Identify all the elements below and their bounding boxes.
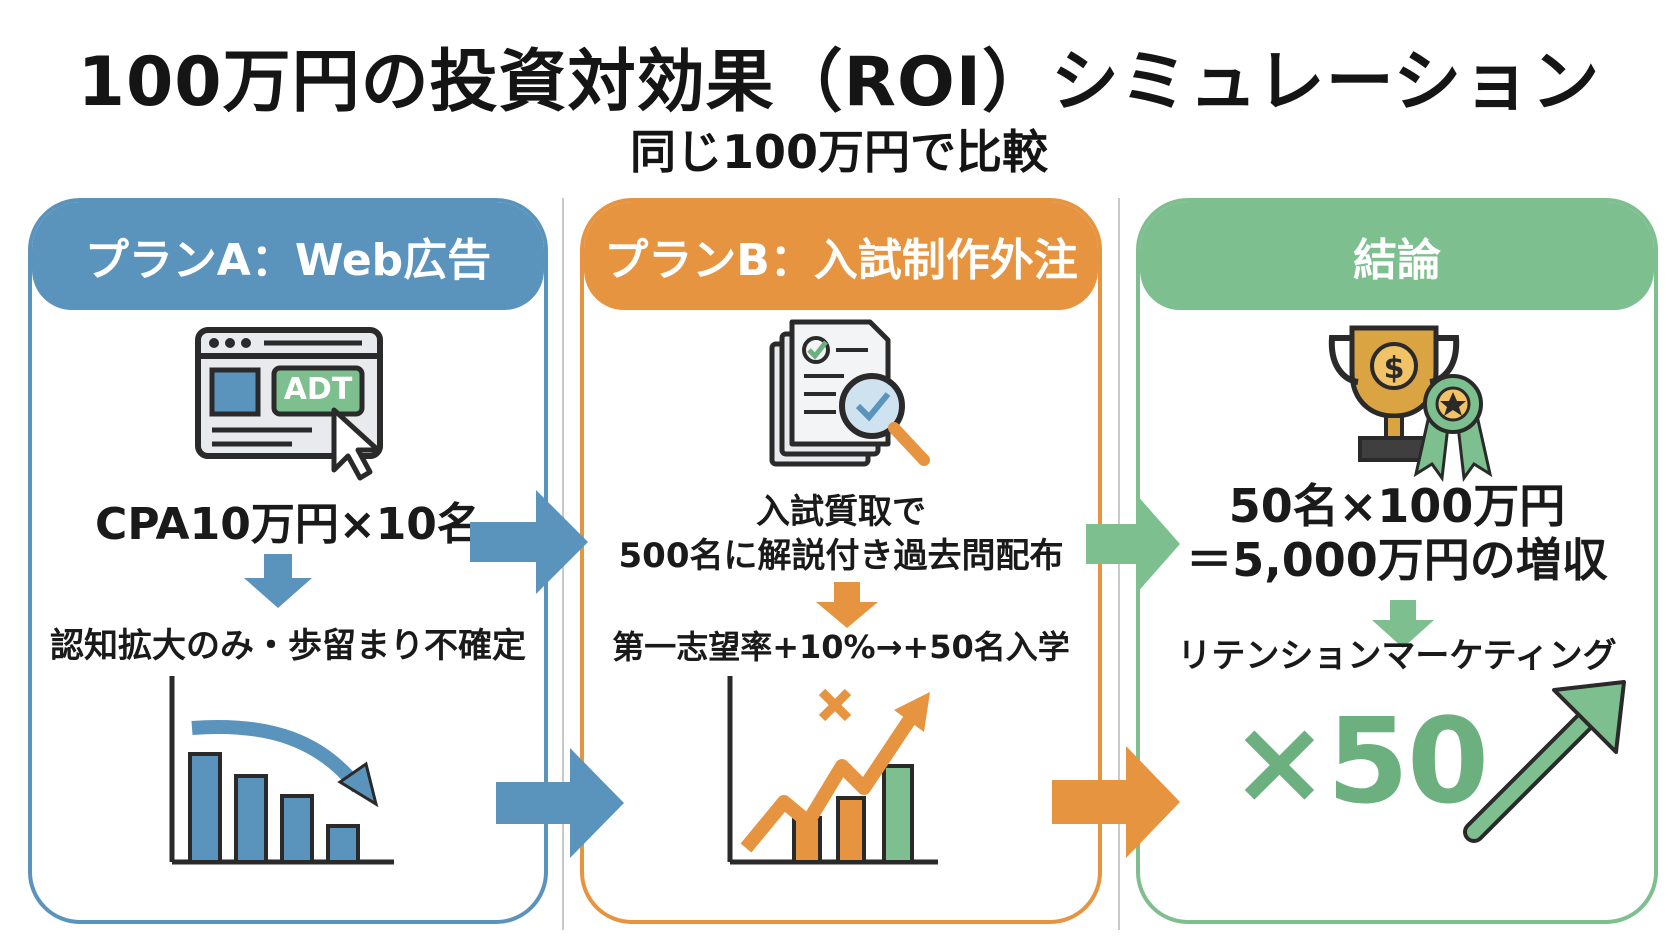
plan-b-header: プランB：入試制作外注 bbox=[584, 202, 1098, 310]
plan-b-action-text-1: 入試質取で bbox=[756, 492, 926, 532]
flow-arrow-a-to-b-lower bbox=[496, 748, 624, 858]
multiplier-text: ×50 bbox=[1230, 692, 1489, 830]
up-arrow-icon bbox=[1463, 680, 1626, 843]
ad-label: ADT bbox=[283, 372, 353, 407]
arrow-down-icon bbox=[816, 582, 878, 628]
conclusion-calc-text-1: 50名×100万円 bbox=[1228, 479, 1566, 533]
browser-ad-icon bbox=[195, 327, 383, 481]
conclusion-calc-text-2: ＝5,000万円の増収 bbox=[1186, 533, 1608, 587]
plan-a-cost-text: CPA10万円×10名 bbox=[95, 499, 481, 550]
plan-b-result-text: 第一志望率+10%→+50名入学 bbox=[612, 628, 1070, 666]
plan-a-panel: プランA：Web広告 ADT CPA10万円×10名 認知拡大のみ・歩留まり不確… bbox=[28, 198, 548, 924]
svg-text:$: $ bbox=[1384, 351, 1405, 386]
rising-bar-chart-icon bbox=[727, 676, 938, 865]
arrow-down-icon bbox=[1372, 600, 1434, 648]
plan-a-result-text: 認知拡大のみ・歩留まり不確定 bbox=[50, 626, 526, 666]
flow-arrow-b-to-c-lower bbox=[1052, 746, 1180, 858]
arrow-down-icon bbox=[244, 554, 312, 608]
conclusion-panel: 結論 $ 50名×100万円 ＝5,000万円の増収 リテンションマーケティング… bbox=[1136, 198, 1658, 924]
document-review-icon bbox=[769, 319, 930, 467]
declining-bar-chart-icon bbox=[169, 676, 394, 865]
plan-b-action-text-2: 500名に解説付き過去問配布 bbox=[618, 536, 1064, 576]
plan-a-header: プランA：Web広告 bbox=[32, 202, 544, 310]
plan-b-panel: プランB：入試制作外注 入試質取で 500名に解説付き過去問配布 第一志望率+1… bbox=[580, 198, 1102, 924]
page-subtitle: 同じ100万円で比較 bbox=[629, 125, 1049, 179]
conclusion-method-text: リテンションマーケティング bbox=[1177, 636, 1617, 676]
page-title: 100万円の投資対効果（ROI）シミュレーション bbox=[77, 43, 1601, 122]
conclusion-header: 結論 bbox=[1140, 202, 1654, 310]
trophy-award-icon: $ bbox=[1328, 325, 1493, 482]
flow-arrow-a-to-b bbox=[470, 490, 588, 594]
flow-arrow-b-to-c bbox=[1086, 494, 1180, 594]
